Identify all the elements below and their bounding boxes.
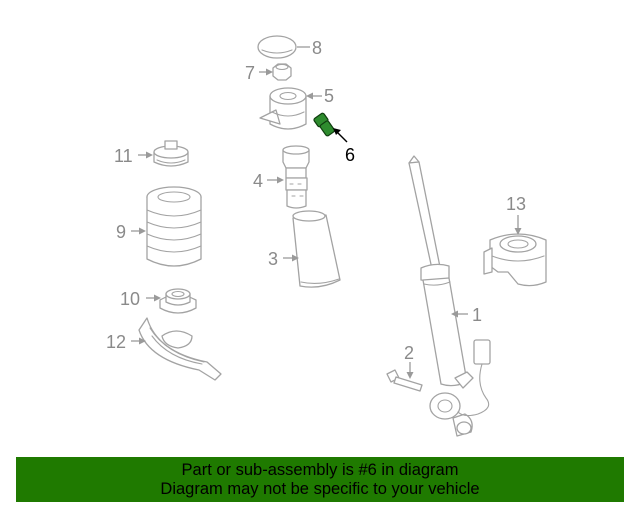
part-12-shield (138, 317, 222, 381)
part-5-strut-mount (259, 87, 307, 130)
part-4-bump-stop (282, 145, 310, 209)
banner-line-1: Part or sub-assembly is #6 in diagram (181, 460, 459, 479)
callout-8: 8 (312, 38, 322, 58)
parts-diagram: 8 7 5 6 11 4 (106, 35, 547, 437)
callout-1: 1 (472, 305, 482, 325)
callout-3: 3 (268, 249, 278, 269)
callout-7: 7 (245, 63, 255, 83)
banner-line-2: Diagram may not be specific to your vehi… (160, 479, 480, 498)
callout-13: 13 (506, 194, 526, 214)
part-6-bolt-highlighted (313, 112, 335, 137)
part-11-spring-seat (153, 140, 189, 167)
callout-10: 10 (120, 289, 140, 309)
callout-6: 6 (345, 145, 355, 165)
callout-5: 5 (324, 86, 334, 106)
part-2-bolt (386, 369, 423, 392)
callout-12: 12 (106, 332, 126, 352)
callout-9: 9 (116, 222, 126, 242)
part-3-dust-boot (292, 210, 341, 288)
callout-4: 4 (253, 171, 263, 191)
info-banner: Part or sub-assembly is #6 in diagram Di… (16, 457, 624, 502)
part-10-lower-spring-seat (159, 288, 197, 314)
part-9-coil-spring (146, 186, 202, 267)
part-7-nut (272, 63, 292, 81)
part-1-shock-absorber (408, 155, 491, 437)
part-8-disc (257, 35, 297, 59)
callout-11: 11 (114, 146, 133, 166)
callout-2: 2 (404, 343, 414, 363)
part-13-bracket (483, 233, 547, 287)
